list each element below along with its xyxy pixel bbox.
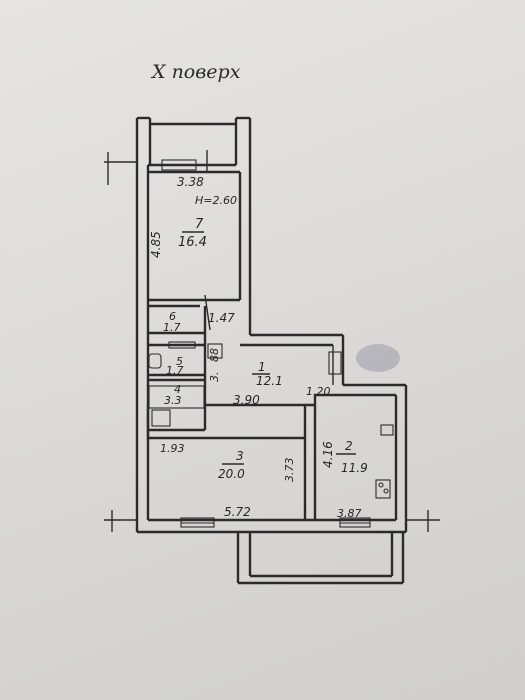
interior-walls bbox=[146, 298, 396, 520]
floor-title: X поверх bbox=[150, 61, 241, 83]
room-area: 11.9 bbox=[341, 461, 368, 475]
dimension-label: 3.38 bbox=[177, 175, 204, 189]
room-number: 1 bbox=[258, 360, 266, 374]
room-number: 6 bbox=[169, 310, 176, 323]
dimension-label: 3. bbox=[208, 372, 221, 383]
dimension-label: 3.90 bbox=[233, 393, 260, 407]
room-labels: 7 16.4 6 1.7 5 1.7 4 3.3 1 12.1 3 20.0 2… bbox=[163, 217, 368, 481]
shelf-icon bbox=[168, 341, 196, 349]
dimension-label: 1.93 bbox=[160, 442, 185, 455]
ceiling-height-label: H=2.60 bbox=[195, 194, 237, 207]
dimension-label: 1.47 bbox=[208, 311, 235, 325]
kitchen-sink-icon bbox=[380, 424, 394, 436]
vent-icon bbox=[207, 343, 223, 359]
room-area: 1.7 bbox=[166, 364, 184, 377]
stove-icon bbox=[375, 479, 391, 499]
axis-marks bbox=[104, 150, 440, 532]
burner-icon bbox=[378, 482, 384, 488]
room-area: 12.1 bbox=[256, 374, 283, 388]
room-number: 2 bbox=[345, 439, 353, 453]
dimension-label: 88 bbox=[208, 348, 221, 362]
room-number: 3 bbox=[236, 449, 244, 463]
outer-walls bbox=[135, 116, 408, 585]
photo-smudge bbox=[356, 344, 400, 372]
dimension-label: 3.87 bbox=[337, 507, 362, 520]
burner-icon bbox=[383, 488, 389, 494]
dimension-label: 1.20 bbox=[306, 385, 331, 398]
fixtures bbox=[148, 341, 394, 499]
room-area: 16.4 bbox=[178, 235, 207, 250]
toilet-icon bbox=[148, 353, 162, 369]
dimension-label: 4.85 bbox=[149, 231, 163, 258]
room-number: 5 bbox=[176, 355, 183, 368]
room-area: 20.0 bbox=[218, 467, 245, 481]
entry-door-icon bbox=[328, 351, 342, 375]
room-area: 3.3 bbox=[164, 394, 182, 407]
dimension-labels: 3.38 H=2.60 4.85 1.47 3. 88 3.90 1.20 1.… bbox=[149, 175, 362, 520]
dimension-label: 4.16 bbox=[321, 441, 335, 468]
room-number: 4 bbox=[174, 383, 181, 396]
room-number: 7 bbox=[195, 217, 204, 232]
room-area: 1.7 bbox=[163, 321, 181, 334]
bathtub-icon bbox=[148, 385, 205, 409]
dimension-label: 3.73 bbox=[283, 458, 296, 483]
sink-icon bbox=[151, 409, 171, 427]
windows bbox=[161, 159, 371, 528]
dimension-label: 5.72 bbox=[224, 505, 251, 519]
